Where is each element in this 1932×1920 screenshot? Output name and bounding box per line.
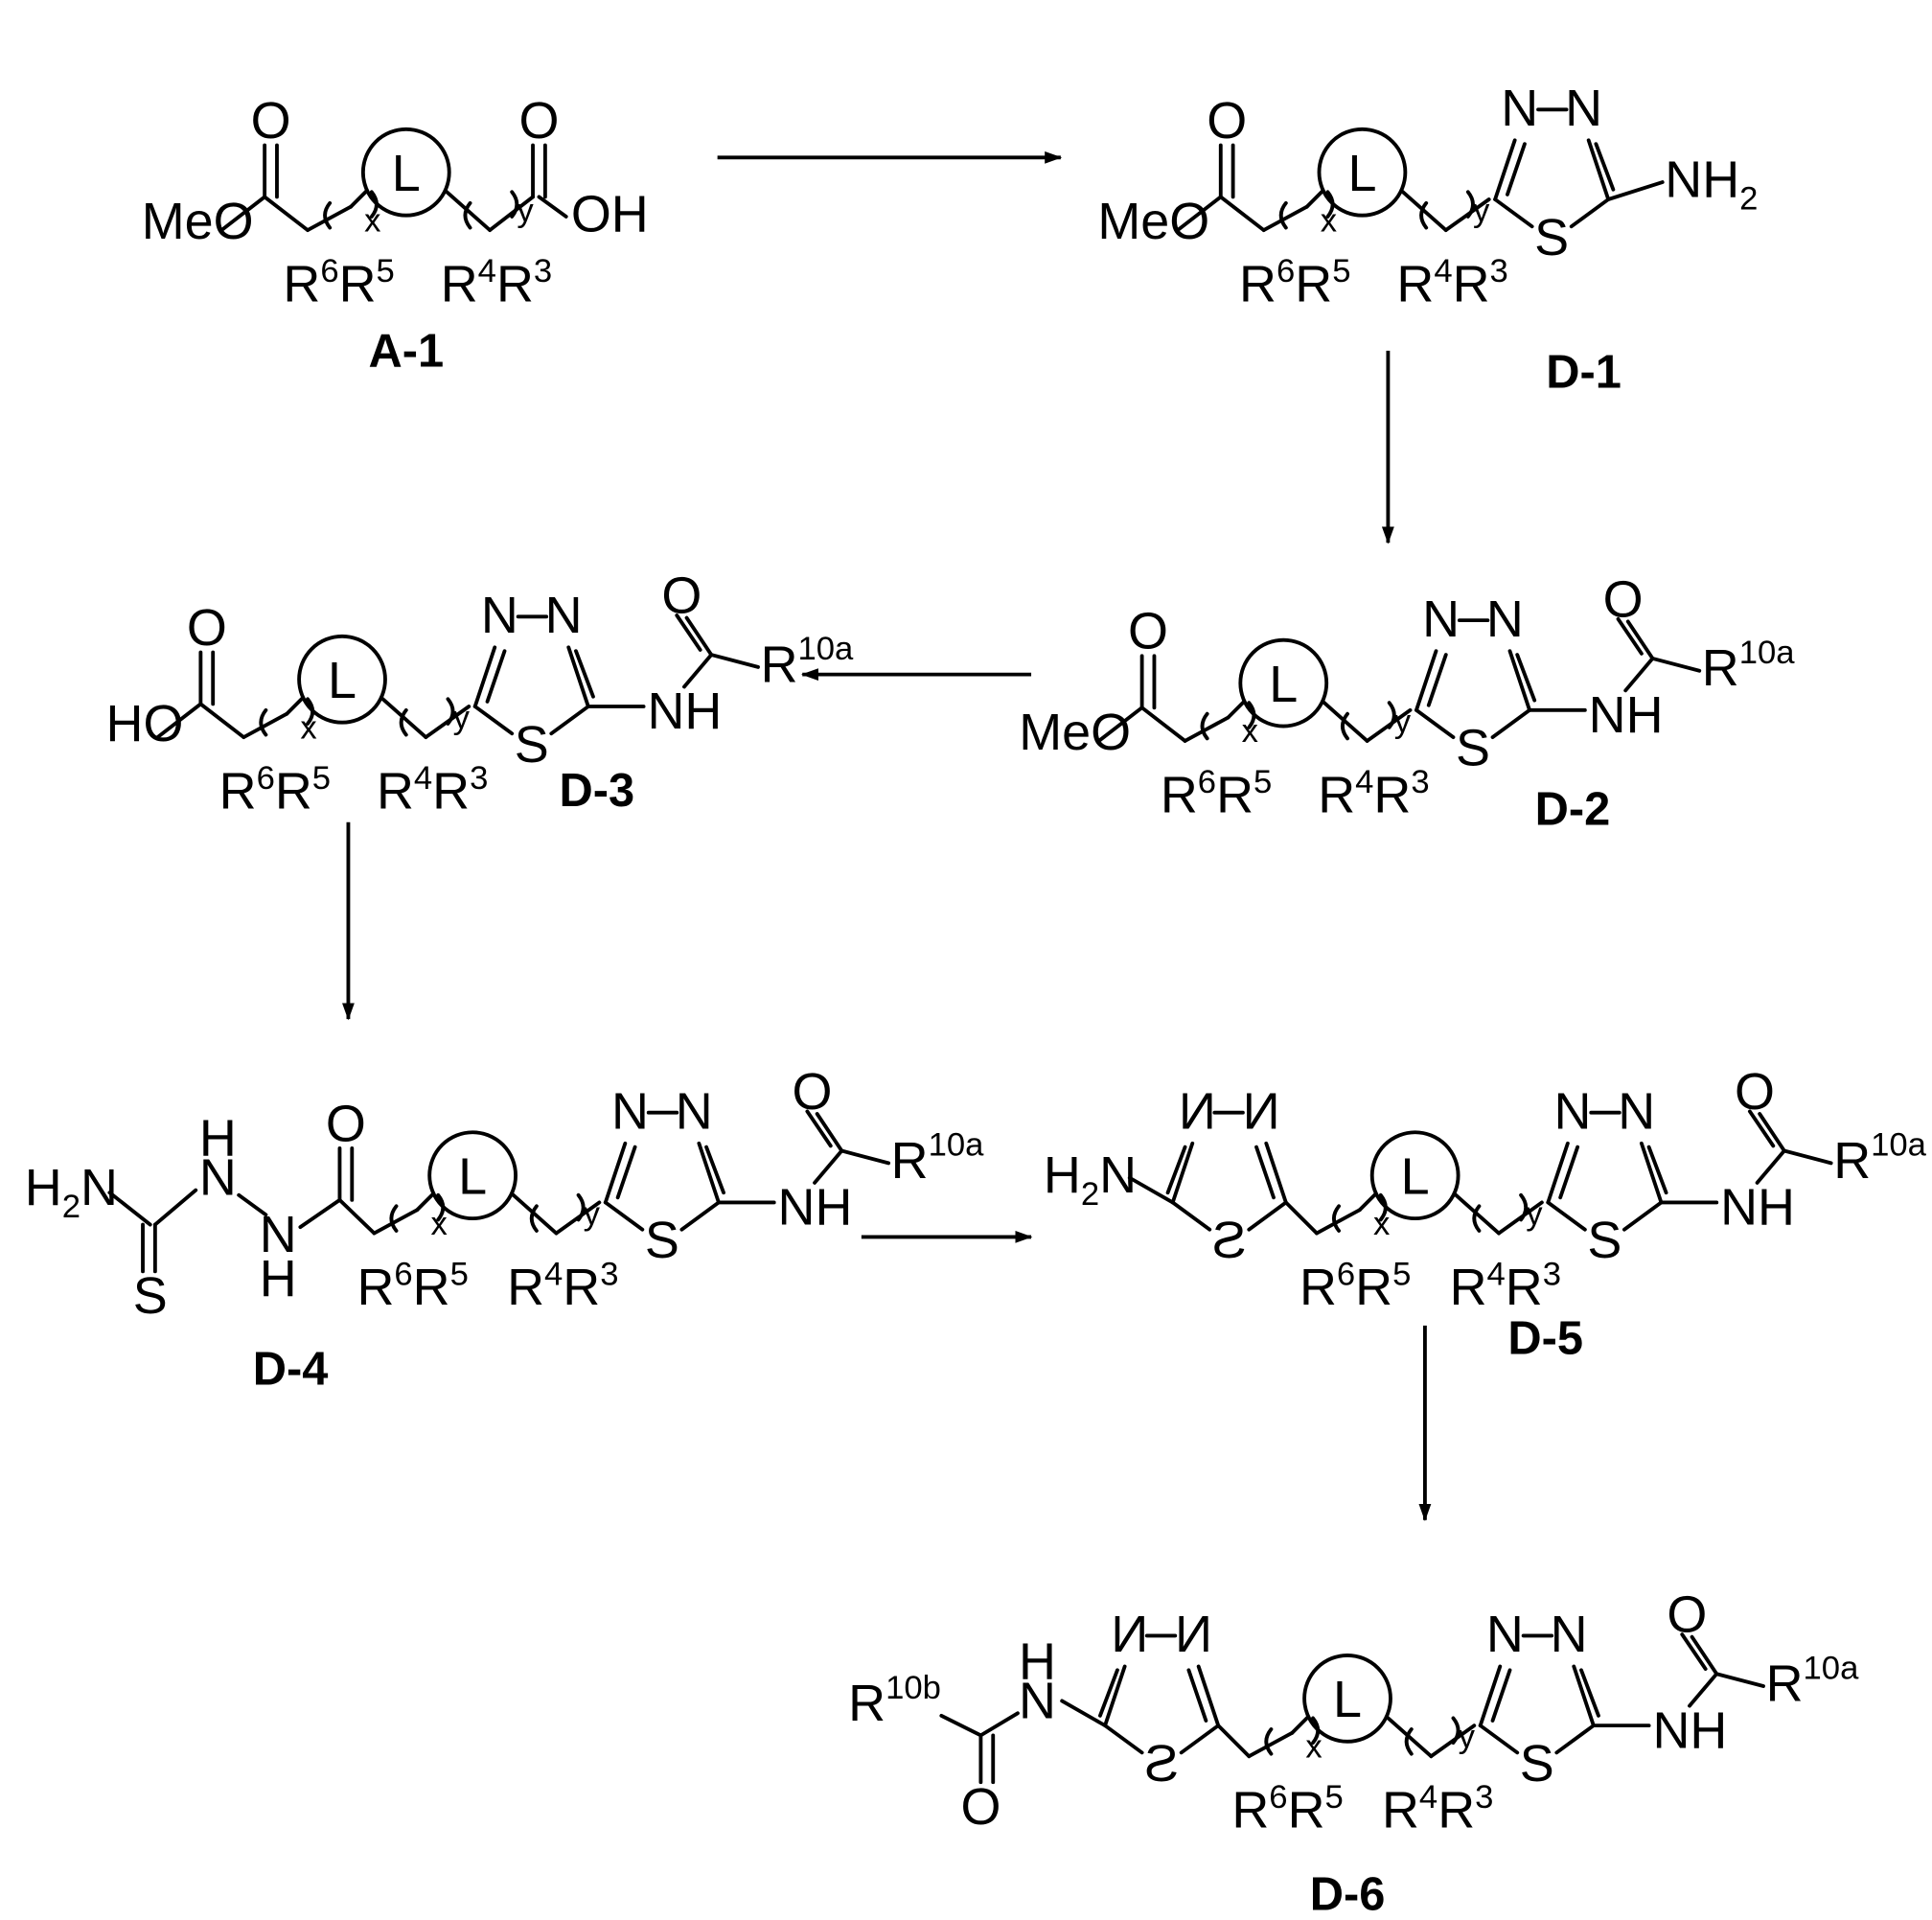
compound-id-d4: D-4 bbox=[253, 1343, 329, 1395]
hydrazide-hydrogen: H bbox=[199, 1110, 237, 1168]
h2n-label: H2N bbox=[25, 1159, 118, 1225]
compound-d6: x R6R5 N H O R10b D-6 bbox=[848, 1586, 1859, 1920]
hydroxyl-label: HO bbox=[106, 695, 184, 752]
r6-r5-label: R6R5 bbox=[356, 1256, 468, 1316]
compound-d4: O N H N H S H2N x R6R5 D-4 bbox=[25, 1063, 984, 1396]
amino-nh2-label: NH2 bbox=[1665, 150, 1758, 217]
r6-r5-label: R6R5 bbox=[1300, 1256, 1411, 1316]
acid-oxygen: O bbox=[518, 92, 559, 150]
hydroxyl-label: OH bbox=[571, 185, 649, 243]
compound-d1: MeO NH2 D-1 bbox=[1097, 80, 1758, 398]
r10b-label: R10b bbox=[848, 1670, 941, 1732]
hydrazide-oxygen: O bbox=[326, 1095, 366, 1152]
compound-a1: MeO O OH y R4R3 A-1 bbox=[142, 92, 649, 378]
hydrazide-hydrogen: H bbox=[260, 1250, 297, 1307]
amide-hydrogen: H bbox=[1019, 1632, 1056, 1690]
x-subscript: x bbox=[1305, 1729, 1322, 1766]
compound-id-d1: D-1 bbox=[1546, 346, 1622, 398]
methoxy-label: MeO bbox=[1019, 704, 1131, 761]
y-subscript: y bbox=[517, 193, 534, 229]
r4-r3-label: R4R3 bbox=[441, 253, 552, 313]
compound-d3: HO D-3 bbox=[106, 567, 855, 820]
amide-oxygen: O bbox=[960, 1778, 1000, 1836]
compound-id-d6: D-6 bbox=[1310, 1869, 1386, 1920]
compound-id-d3: D-3 bbox=[560, 765, 635, 817]
methoxy-label: MeO bbox=[1097, 193, 1209, 250]
thione-sulfur: S bbox=[133, 1267, 168, 1325]
compound-d5: x R6R5 H2N D-5 bbox=[1044, 1063, 1927, 1365]
compound-id-d5: D-5 bbox=[1507, 1312, 1583, 1364]
compound-d2: MeO D-2 bbox=[1019, 570, 1795, 835]
compound-id-a1: A-1 bbox=[368, 326, 444, 378]
methoxy-label: MeO bbox=[142, 193, 254, 250]
x-subscript: x bbox=[1373, 1206, 1390, 1242]
r6-r5-label: R6R5 bbox=[1231, 1779, 1343, 1839]
h2n-label: H2N bbox=[1044, 1146, 1137, 1213]
compound-id-d2: D-2 bbox=[1535, 783, 1611, 835]
x-subscript: x bbox=[430, 1206, 447, 1242]
